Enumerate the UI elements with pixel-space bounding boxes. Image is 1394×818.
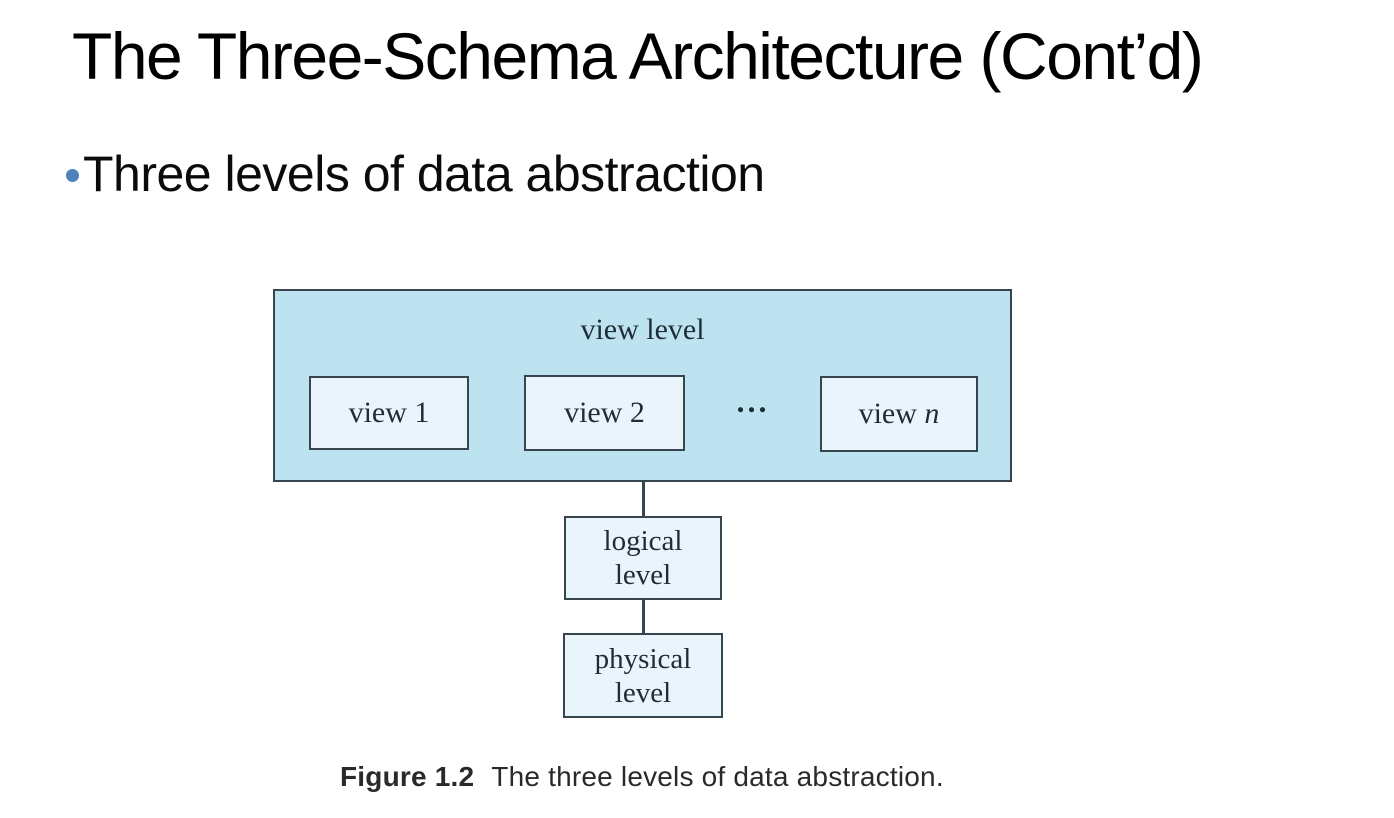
view-level-label: view level [580, 313, 705, 346]
logical-level-line1: logical [603, 525, 683, 557]
figure-caption: Figure 1.2 The three levels of data abstr… [340, 761, 944, 793]
figure-caption-text: The three levels of data abstraction. [491, 761, 944, 792]
figure-caption-label: Figure 1.2 [340, 761, 475, 792]
bullet-text: Three levels of data abstraction [83, 146, 765, 202]
logical-level-line2: level [614, 559, 672, 591]
view-1-label: view 1 [348, 396, 430, 429]
view-2-box: view 2 [524, 375, 685, 451]
view-level-container: view level view 1 view 2 ... view n [273, 289, 1012, 482]
physical-level-box: physical level [563, 633, 723, 718]
connector-logical-to-physical [642, 598, 645, 635]
bullet-item: Three levels of data abstraction [66, 147, 765, 201]
view-1-box: view 1 [309, 376, 469, 450]
connector-view-to-logical [642, 480, 645, 518]
view-2-label: view 2 [564, 396, 645, 429]
view-n-label: view n [859, 397, 940, 431]
view-n-italic: n [924, 397, 940, 430]
bullet-icon [66, 169, 79, 182]
physical-level-line1: physical [594, 642, 692, 675]
logical-level-box: logical level [564, 516, 722, 600]
ellipsis-dots: ... [736, 383, 770, 419]
physical-level-line2: level [614, 676, 672, 709]
view-n-box: view n [820, 376, 978, 452]
view-n-prefix: view [858, 397, 925, 430]
slide-title: The Three-Schema Architecture (Cont’d) [72, 19, 1204, 93]
